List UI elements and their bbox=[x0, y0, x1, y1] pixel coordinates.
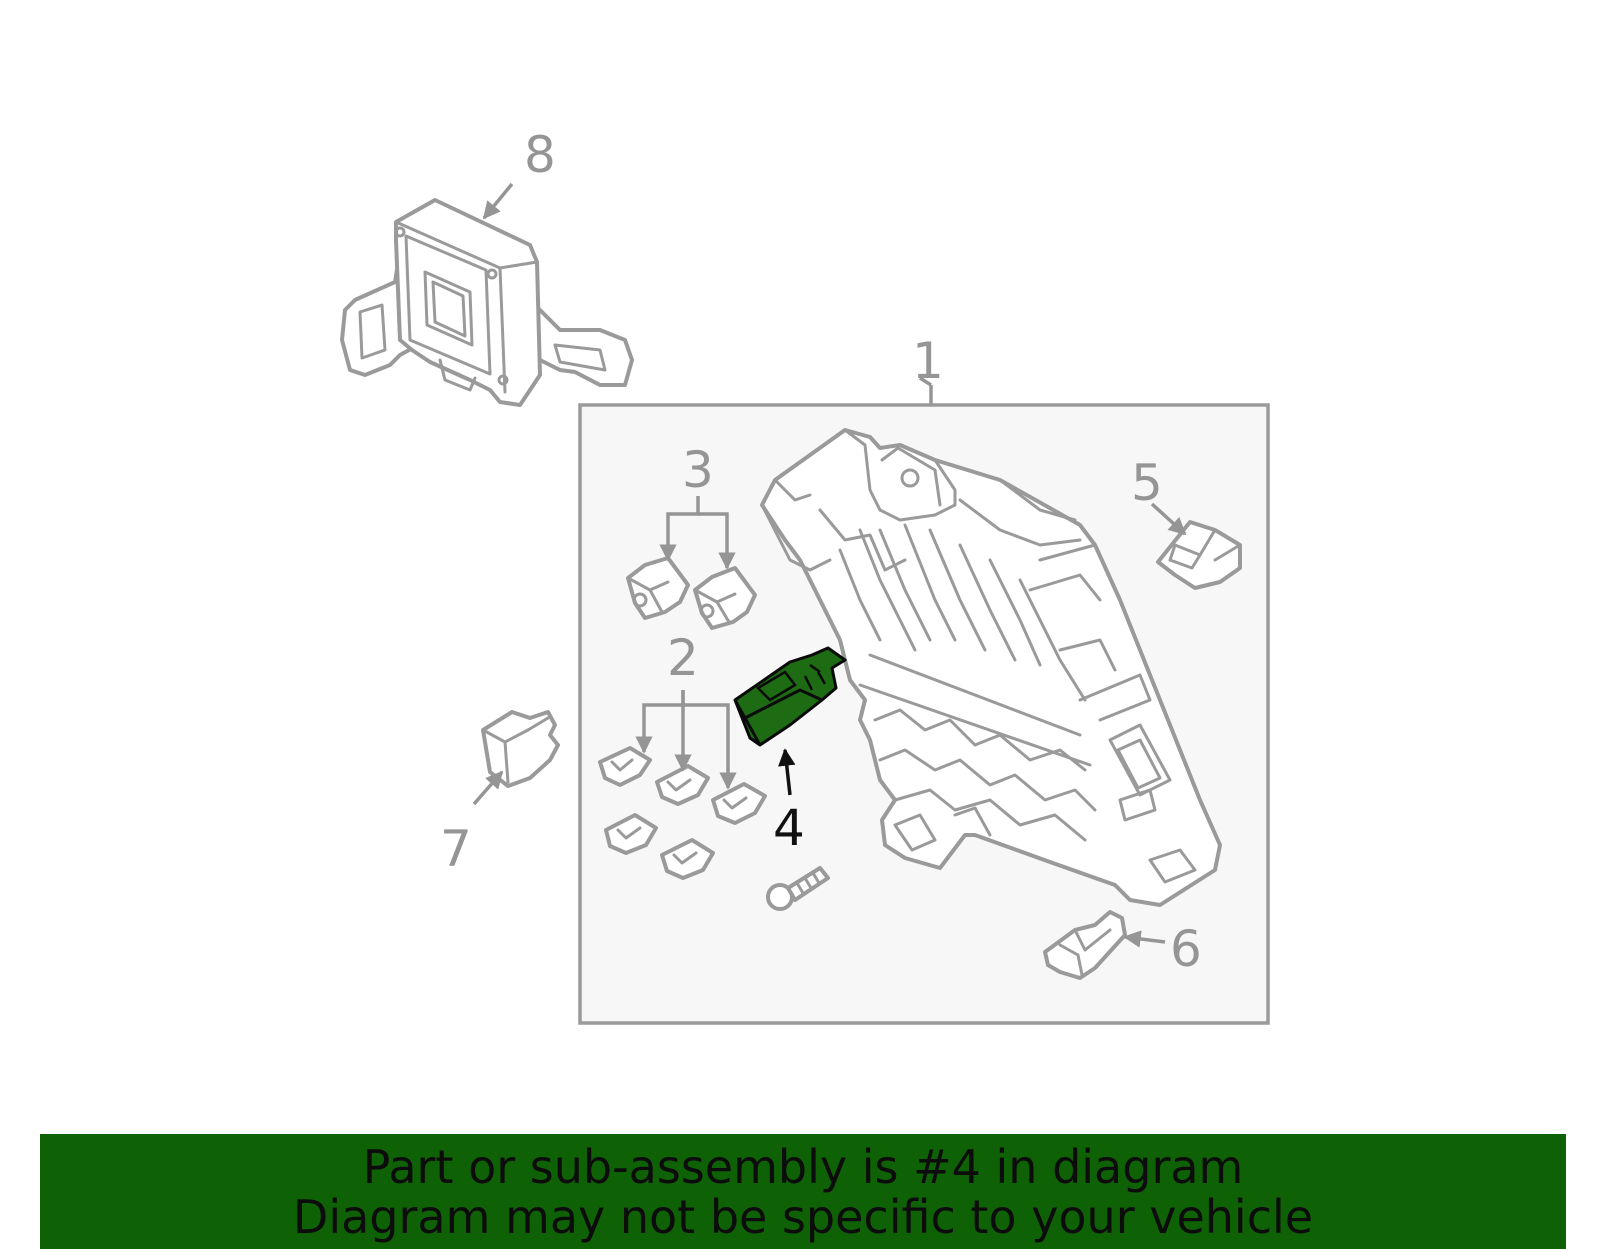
callout-4: 4 bbox=[773, 799, 805, 857]
part-5-connector[interactable] bbox=[1156, 520, 1242, 590]
banner-line-1: Part or sub-assembly is #4 in diagram bbox=[362, 1140, 1244, 1194]
callout-8: 8 bbox=[524, 126, 556, 184]
callout-7: 7 bbox=[440, 820, 472, 878]
callout-6: 6 bbox=[1170, 920, 1202, 978]
banner-line-2: Diagram may not be specific to your vehi… bbox=[292, 1190, 1314, 1244]
screw bbox=[766, 866, 830, 911]
parts-diagram: 8 1 3 5 2 4 7 6 bbox=[340, 126, 1270, 1025]
part-7-relay[interactable] bbox=[481, 710, 560, 788]
part-4-bracket-highlighted[interactable] bbox=[733, 646, 847, 747]
part-1-junction-box[interactable] bbox=[760, 428, 1222, 907]
callout-5: 5 bbox=[1131, 454, 1163, 512]
info-banner: Part or sub-assembly is #4 in diagram Di… bbox=[40, 1134, 1566, 1249]
part-2-fuses[interactable] bbox=[598, 746, 767, 880]
part-3-relays[interactable] bbox=[626, 556, 757, 630]
callout-1: 1 bbox=[912, 332, 944, 390]
callout-3: 3 bbox=[682, 441, 714, 499]
part-8-control-module[interactable] bbox=[340, 198, 634, 407]
callout-2: 2 bbox=[667, 629, 699, 687]
